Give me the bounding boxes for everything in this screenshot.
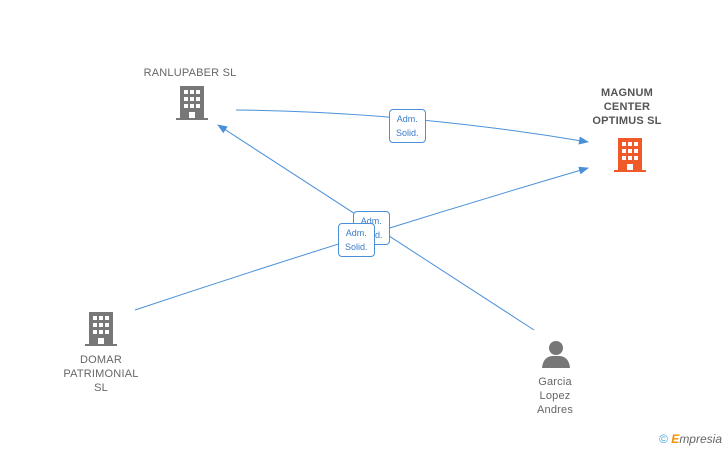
person-icon[interactable] — [540, 338, 572, 370]
edge-label-domar-magnum[interactable]: Adm. Solid. — [338, 223, 375, 257]
node-label-garcia: Garcia Lopez Andres — [536, 376, 574, 416]
building-icon[interactable] — [85, 312, 117, 346]
brand-logo-text: mpresia — [679, 432, 722, 446]
edge-label-ranlupaber-magnum[interactable]: Adm. Solid. — [389, 109, 426, 143]
node-label-domar: DOMAR PATRIMONIAL SL — [63, 354, 139, 394]
node-label-magnum: MAGNUM CENTER OPTIMUS SL — [592, 87, 662, 127]
brand-logo-e: E — [671, 432, 680, 446]
building-icon-main[interactable] — [614, 138, 646, 172]
empresia-brand: © Empresia — [659, 432, 722, 446]
copyright-symbol: © — [659, 432, 668, 446]
building-icon[interactable] — [176, 86, 208, 120]
node-label-ranlupaber: RANLUPABER SL — [143, 67, 237, 79]
